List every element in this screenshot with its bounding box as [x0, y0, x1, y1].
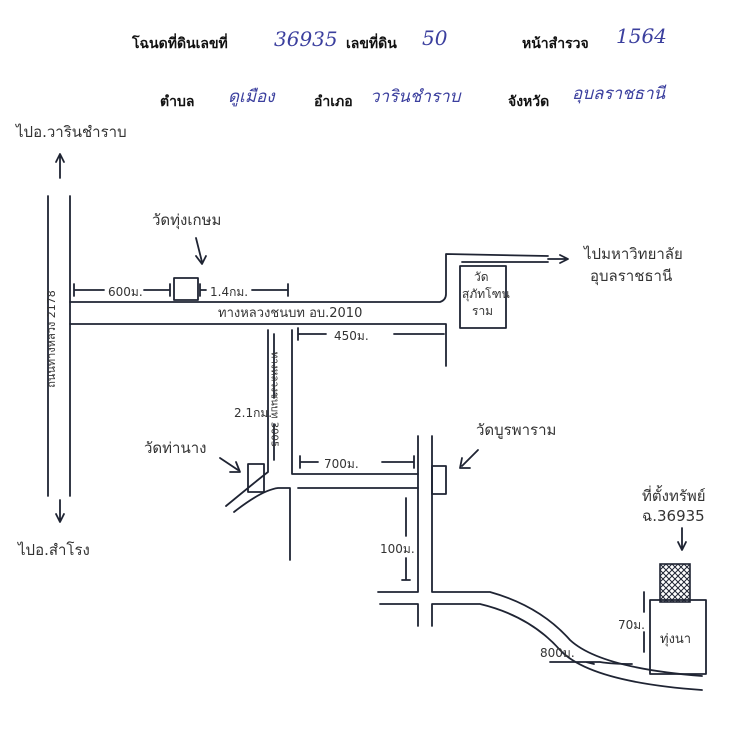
- to-warin-label: ไปอ.วารินชำราบ: [16, 123, 127, 141]
- dim-100m: [401, 497, 411, 581]
- land-number-value: 50: [422, 26, 448, 50]
- property-parcel: [659, 563, 691, 603]
- wat-bupparam-building: [431, 465, 447, 495]
- deed-number-value: 36935: [274, 27, 338, 51]
- property-label-1: ที่ตั้งทรัพย์: [642, 487, 706, 505]
- arrow-wat-bupparam-icon: [459, 449, 479, 469]
- arrow-to-samrong-icon: [55, 499, 65, 523]
- land-number-label: เลขที่ดิน: [346, 36, 397, 52]
- wat-tha-nang-building: [247, 463, 265, 493]
- dist-600m-label: 600ม.: [108, 285, 143, 299]
- wat-supattanaram-label-1: วัด: [474, 270, 489, 284]
- highway-2178-road: [47, 195, 71, 497]
- wat-supattanaram-plot: [459, 265, 507, 329]
- dim-1-4km: [199, 283, 289, 297]
- wat-bupparam-label: วัดบูรพาราม: [476, 421, 557, 439]
- province-value: อุบลราชธานี: [572, 84, 666, 104]
- arrow-wat-thung-icon: [195, 237, 207, 265]
- wat-thung-kasem-building: [173, 277, 199, 301]
- dist-800m-label: 800ม.: [540, 646, 575, 660]
- dist-1-4km-label: 1.4กม.: [210, 285, 249, 299]
- wat-tha-nang-label: วัดท่านาง: [144, 439, 207, 457]
- to-university-label-2: อุบลราชธานี: [590, 267, 673, 285]
- rural-road-3005-label: ทางหลวงชนบท 3005: [268, 351, 280, 448]
- arrow-to-warin-icon: [55, 153, 65, 179]
- dim-700m: [299, 455, 415, 469]
- dim-450m: [297, 327, 445, 341]
- dim-800m: [549, 661, 633, 665]
- property-label-2: ฉ.36935: [642, 507, 705, 525]
- dim-600m: [73, 283, 171, 297]
- rural-road-2010-label: ทางหลวงชนบท อบ.2010: [218, 306, 363, 321]
- arrow-property-icon: [677, 527, 687, 551]
- rice-field-label: ทุ่งนา: [660, 632, 692, 647]
- wat-supattanaram-label-2: สุภัทโฑน: [462, 287, 510, 301]
- dist-70m-label: 70ม.: [618, 618, 645, 632]
- subdistrict-value: ดูเมือง: [228, 87, 275, 107]
- to-university-label: ไปมหาวิทยาลัย: [584, 245, 683, 263]
- wat-supattanaram-label-3: ราม: [472, 304, 494, 318]
- province-label: จังหวัด: [508, 94, 550, 110]
- dist-700m-label: 700ม.: [324, 457, 359, 471]
- arrow-wat-tha-nang-icon: [219, 457, 241, 473]
- dist-2-1km-label: 2.1กม.: [234, 406, 273, 420]
- survey-page-label: หน้าสำรวจ: [522, 36, 589, 52]
- dist-100m-label: 100ม.: [380, 542, 415, 556]
- to-samrong-label: ไปอ.สำโรง: [18, 541, 90, 559]
- subdistrict-label: ตำบล: [160, 94, 195, 110]
- district-label: อำเภอ: [314, 94, 353, 110]
- rural-road-3005-road: [225, 329, 419, 561]
- rural-road-2010-road: [69, 253, 549, 367]
- dist-450m-label: 450ม.: [334, 329, 369, 343]
- survey-page-value: 1564: [616, 24, 667, 48]
- arrow-to-university-icon: [547, 254, 569, 264]
- district-value: วารินชำราบ: [370, 87, 461, 107]
- deed-number-label: โฉนดที่ดินเลขที่: [132, 36, 228, 52]
- wat-thung-kasem-label: วัดทุ่งเกษม: [152, 211, 222, 229]
- bupparam-road: [377, 435, 703, 691]
- highway-2178-label: ถนนทางหลวง 2178: [44, 290, 58, 388]
